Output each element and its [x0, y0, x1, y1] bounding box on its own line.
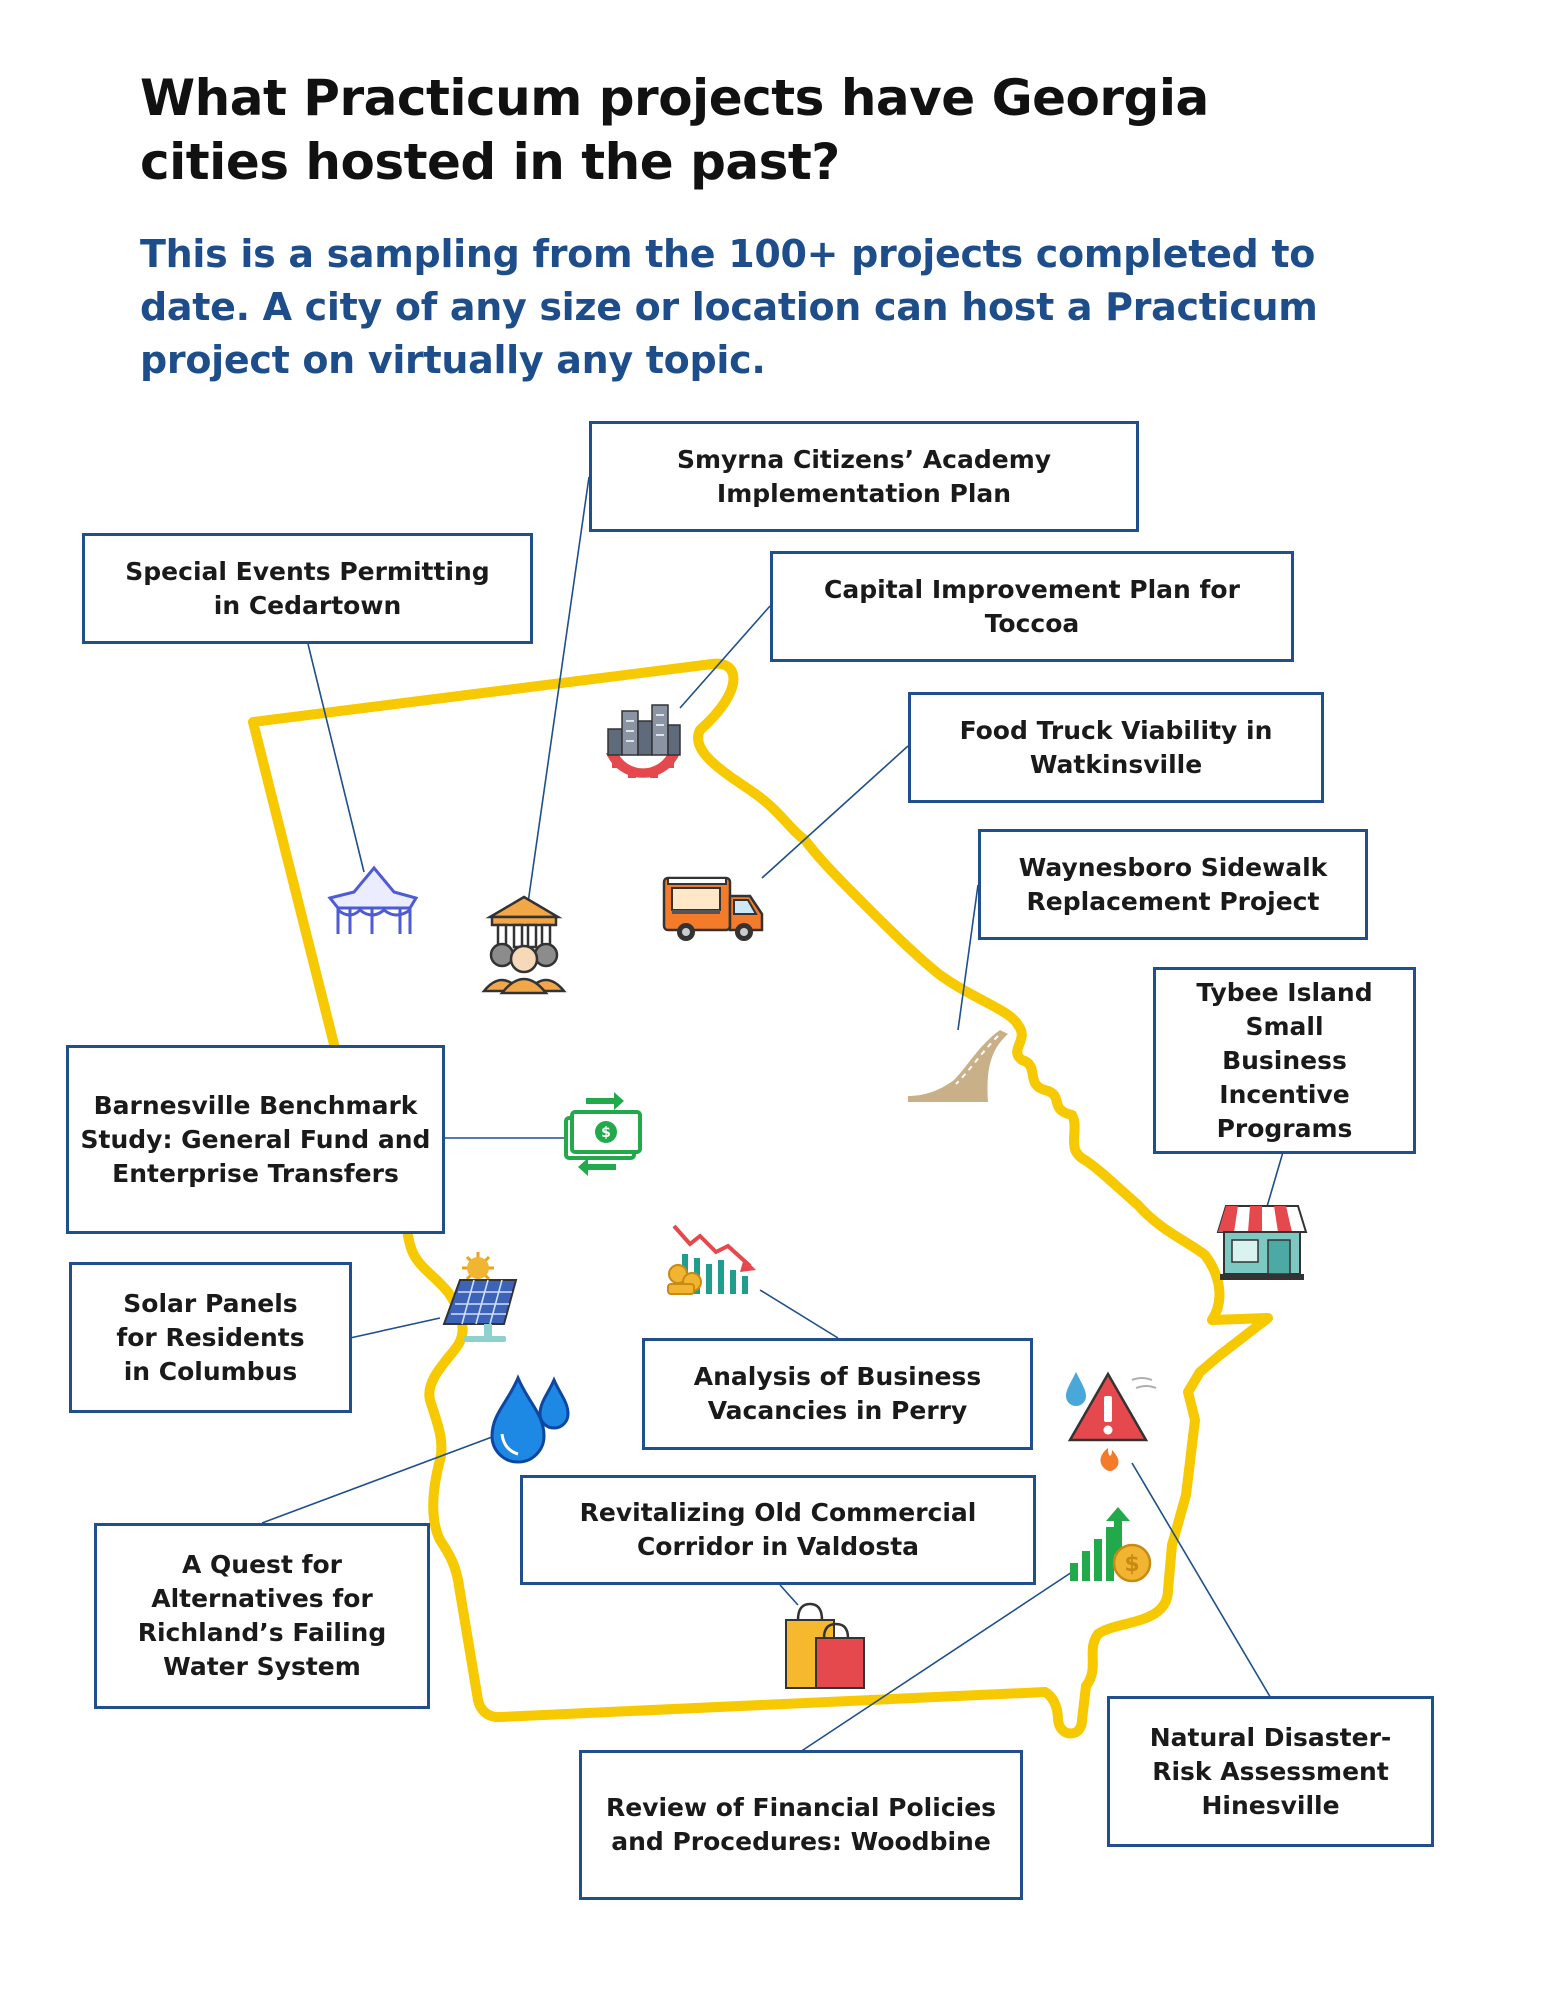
storefront-icon [1216, 1205, 1308, 1280]
project-label: Natural Disaster-Risk Assessment Hinesvi… [1149, 1722, 1392, 1820]
svg-text:$: $ [601, 1125, 611, 1141]
connector-tybee [1265, 1151, 1284, 1211]
project-box-valdosta: Revitalizing Old Commercial Corridor in … [520, 1475, 1036, 1585]
connector-cedartown [307, 643, 365, 873]
connector-valdosta [779, 1584, 799, 1606]
project-box-barnesville: Barnesville Benchmark Study: General Fun… [66, 1045, 445, 1234]
svg-text:$: $ [1124, 1552, 1139, 1577]
project-label: Solar Panels for Residents in Columbus [116, 1288, 305, 1386]
project-label: Barnesville Benchmark Study: General Fun… [80, 1090, 431, 1188]
project-label: Revitalizing Old Commercial Corridor in … [579, 1498, 977, 1561]
project-box-hinesville: Natural Disaster-Risk Assessment Hinesvi… [1107, 1696, 1434, 1847]
sidewalk-path-icon [908, 1030, 1008, 1102]
project-box-watkinsville: Food Truck Viability in Watkinsville [908, 692, 1324, 803]
connector-richland [261, 1436, 493, 1524]
declining-chart-icon [667, 1224, 756, 1295]
project-box-tybee: Tybee Island Small Business Incentive Pr… [1153, 967, 1416, 1154]
project-box-columbus: Solar Panels for Residents in Columbus [69, 1262, 352, 1413]
growth-chart-icon: $ [1070, 1507, 1152, 1583]
project-box-toccoa: Capital Improvement Plan for Toccoa [770, 551, 1294, 662]
solar-panel-icon [442, 1252, 518, 1342]
project-label: Waynesboro Sidewalk Replacement Project [1018, 852, 1328, 916]
project-label: A Quest for Alternatives for Richland’s … [137, 1550, 387, 1681]
project-label: Smyrna Citizens’ Academy Implementation … [676, 444, 1052, 508]
food-truck-icon [662, 876, 764, 941]
page-title: What Practicum projects have Georgia cit… [140, 69, 1209, 191]
project-box-smyrna: Smyrna Citizens’ Academy Implementation … [589, 421, 1139, 532]
project-box-cedartown: Special Events Permitting in Cedartown [82, 533, 533, 644]
project-label: Tybee Island Small Business Incentive Pr… [1196, 977, 1373, 1143]
hazard-warning-icon [1066, 1371, 1157, 1471]
water-drops-icon [490, 1374, 570, 1464]
connector-watkinsville [761, 745, 909, 879]
project-box-woodbine: Review of Financial Policies and Procedu… [579, 1750, 1023, 1900]
project-label: Capital Improvement Plan for Toccoa [824, 574, 1240, 638]
connector-woodbine [799, 1571, 1073, 1753]
project-box-perry: Analysis of Business Vacancies in Perry [642, 1338, 1033, 1450]
project-box-richland: A Quest for Alternatives for Richland’s … [94, 1523, 430, 1709]
page-subtitle: This is a sampling from the 100+ project… [140, 232, 1318, 382]
money-transfer-icon: $ [564, 1092, 642, 1176]
project-box-waynesboro: Waynesboro Sidewalk Replacement Project [978, 829, 1368, 940]
connector-toccoa [679, 605, 771, 709]
connector-columbus [349, 1317, 441, 1339]
project-label: Food Truck Viability in Watkinsville [959, 715, 1273, 779]
courthouse-people-icon [481, 895, 567, 995]
shopping-bags-icon [785, 1602, 865, 1689]
georgia-state-outline [248, 658, 1273, 1739]
connector-perry [759, 1289, 839, 1339]
project-label: Special Events Permitting in Cedartown [125, 556, 490, 620]
project-label: Analysis of Business Vacancies in Perry [693, 1362, 982, 1425]
connector-hinesville [1131, 1462, 1273, 1701]
project-label: Review of Financial Policies and Procedu… [605, 1793, 997, 1856]
connector-waynesboro [957, 884, 979, 1031]
connector-smyrna [527, 476, 590, 904]
event-tent-icon [327, 865, 419, 934]
city-gear-icon [606, 704, 681, 778]
